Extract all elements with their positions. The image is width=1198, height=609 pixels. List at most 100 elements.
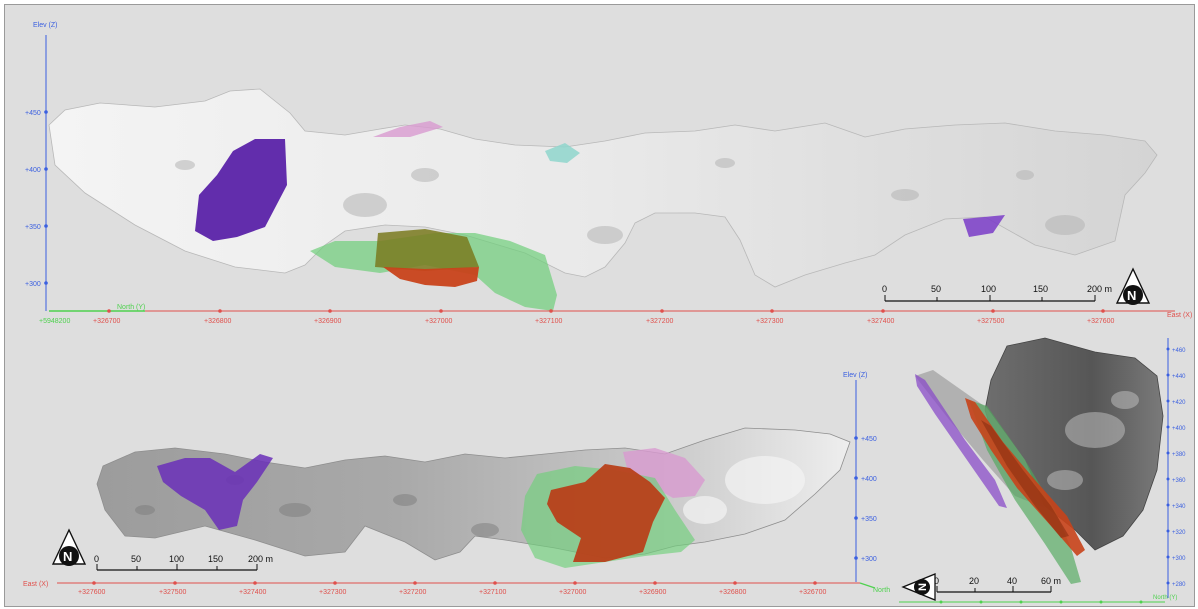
top-east-tick-label: +327000 <box>425 318 453 325</box>
top-elev-tick-label: +350 <box>25 224 41 231</box>
bl-scale-label: 100 <box>169 554 184 564</box>
bottom-right-section-view[interactable]: +460 +440 +420 +400 +380 +360 +340 +320 … <box>895 330 1194 606</box>
br-elev-tick-mark <box>1166 347 1170 351</box>
br-scale-label: 40 <box>1007 576 1017 586</box>
br-scale-label: 60 m <box>1041 576 1061 586</box>
top-east-tick-label: +327600 <box>1087 318 1115 325</box>
top-scale-label: 50 <box>931 284 941 294</box>
br-elev-tick-mark <box>1166 529 1170 533</box>
top-east-tick-mark <box>328 309 332 313</box>
br-elev-tick-mark <box>1166 399 1170 403</box>
br-north-tick-mark <box>979 600 983 604</box>
top-east-tick-label: +327500 <box>977 318 1005 325</box>
br-purple-sheet <box>915 374 1007 508</box>
bl-elev-tick-mark <box>854 436 858 440</box>
bl-scale-label: 200 m <box>248 554 273 564</box>
br-elev-tick-label: +420 <box>1172 400 1186 406</box>
top-east-tick-mark <box>660 309 664 313</box>
br-elev-tick-mark <box>1166 477 1170 481</box>
bl-elev-tick-mark <box>854 516 858 520</box>
top-section-view[interactable]: Elev (Z) +450 +400 +350 +300 <box>5 5 1194 330</box>
top-east-tick-label: +327400 <box>867 318 895 325</box>
top-olive-ore-body <box>375 229 479 271</box>
bl-east-tick-mark <box>92 581 96 585</box>
top-east-tick-mark <box>549 309 553 313</box>
bottom-left-section-view[interactable]: Elev (Z) +450 +400 +350 +300 <box>5 330 895 606</box>
bl-scale-bar: 0 50 100 150 200 m <box>94 554 273 571</box>
br-elev-ticks: +460 +440 +420 +400 +380 +360 +340 +320 … <box>1166 347 1186 588</box>
top-east-tick-mark <box>107 309 111 313</box>
bl-east-tick-mark <box>493 581 497 585</box>
bl-terrain-highlight <box>683 456 805 524</box>
br-elev-tick-label: +280 <box>1172 582 1186 588</box>
top-east-axis-label: East (X) <box>1167 312 1192 319</box>
bl-east-tick-label: +327400 <box>239 589 267 596</box>
top-scale-bar: 0 50 100 150 200 m <box>882 284 1112 302</box>
top-elev-tick-label: +300 <box>25 281 41 288</box>
bl-elev-tick-mark <box>854 476 858 480</box>
br-compass-icon: N <box>901 573 936 601</box>
viewer-frame: Elev (Z) +450 +400 +350 +300 <box>4 4 1195 607</box>
bl-east-tick-label: +326700 <box>799 589 827 596</box>
bl-orange-ore-body <box>547 464 665 562</box>
top-east-tick-mark <box>218 309 222 313</box>
bl-east-tick-label: +326800 <box>719 589 747 596</box>
br-elev-tick-label: +320 <box>1172 530 1186 536</box>
top-pink-ore-body <box>373 121 443 137</box>
bl-east-tick-mark <box>733 581 737 585</box>
top-scale-label: 100 <box>981 284 996 294</box>
top-elev-tick-mark <box>44 167 48 171</box>
br-elev-tick-label: +460 <box>1172 348 1186 354</box>
br-elev-tick-label: +360 <box>1172 478 1186 484</box>
top-east-tick-label: +327100 <box>535 318 563 325</box>
top-elev-tick-mark <box>44 281 48 285</box>
br-elev-tick-mark <box>1166 503 1170 507</box>
br-elev-tick-label: +400 <box>1172 426 1186 432</box>
top-orange-ore-body <box>383 267 479 287</box>
br-north-axis-label: North (Y) <box>1153 595 1177 601</box>
bl-east-tick-label: +327200 <box>399 589 427 596</box>
bottom-right-view-canvas: +460 +440 +420 +400 +380 +360 +340 +320 … <box>899 337 1186 604</box>
bl-compass-letter: N <box>63 549 72 564</box>
top-elev-tick-mark <box>44 110 48 114</box>
bl-east-tick-mark <box>333 581 337 585</box>
top-purple-ore-body <box>195 139 287 241</box>
br-north-ticks <box>939 600 1143 604</box>
bl-pink-ore-body <box>623 448 705 498</box>
bl-elev-tick-label: +300 <box>861 556 877 563</box>
top-east-tick-mark <box>439 309 443 313</box>
bl-east-tick-mark <box>813 581 817 585</box>
top-east-tick-mark <box>1101 309 1105 313</box>
bl-elev-tick-label: +350 <box>861 516 877 523</box>
bl-east-tick-mark <box>653 581 657 585</box>
top-compass-icon: N <box>1115 267 1151 305</box>
br-elev-tick-mark <box>1166 581 1170 585</box>
bl-east-tick-mark <box>573 581 577 585</box>
br-compass-letter: N <box>917 583 929 591</box>
bl-north-axis-line <box>859 582 876 589</box>
br-elev-tick-label: +300 <box>1172 556 1186 562</box>
br-north-tick-mark <box>1019 600 1023 604</box>
top-elev-tick-label: +450 <box>25 110 41 117</box>
top-compass-letter: N <box>1127 288 1136 303</box>
top-east-tick-label: +327300 <box>756 318 784 325</box>
top-north-axis-label: North (Y) <box>117 304 145 311</box>
br-scale-label: 20 <box>969 576 979 586</box>
bl-east-tick-mark <box>173 581 177 585</box>
bl-elev-tick-label: +450 <box>861 436 877 443</box>
top-east-ticks: +326700 +326800 +326900 +327000 +327100 … <box>93 309 1115 325</box>
br-north-tick-mark <box>939 600 943 604</box>
bl-terrain-shading <box>135 475 499 537</box>
top-east-tick-label: +326800 <box>204 318 232 325</box>
br-north-tick-mark <box>1059 600 1063 604</box>
bl-north-axis-label: North <box>873 587 890 594</box>
bl-elev-axis-label: Elev (Z) <box>843 372 868 379</box>
bl-scale-label: 0 <box>94 554 99 564</box>
bl-east-tick-mark <box>413 581 417 585</box>
bl-elev-ticks: +450 +400 +350 +300 <box>854 436 877 563</box>
top-east-tick-mark <box>991 309 995 313</box>
top-small-purple-body <box>963 215 1005 237</box>
bl-east-ticks: +327600 +327500 +327400 +327300 +327200 … <box>78 581 827 596</box>
top-terrain-surface <box>48 88 1158 288</box>
br-elev-tick-label: +380 <box>1172 452 1186 458</box>
